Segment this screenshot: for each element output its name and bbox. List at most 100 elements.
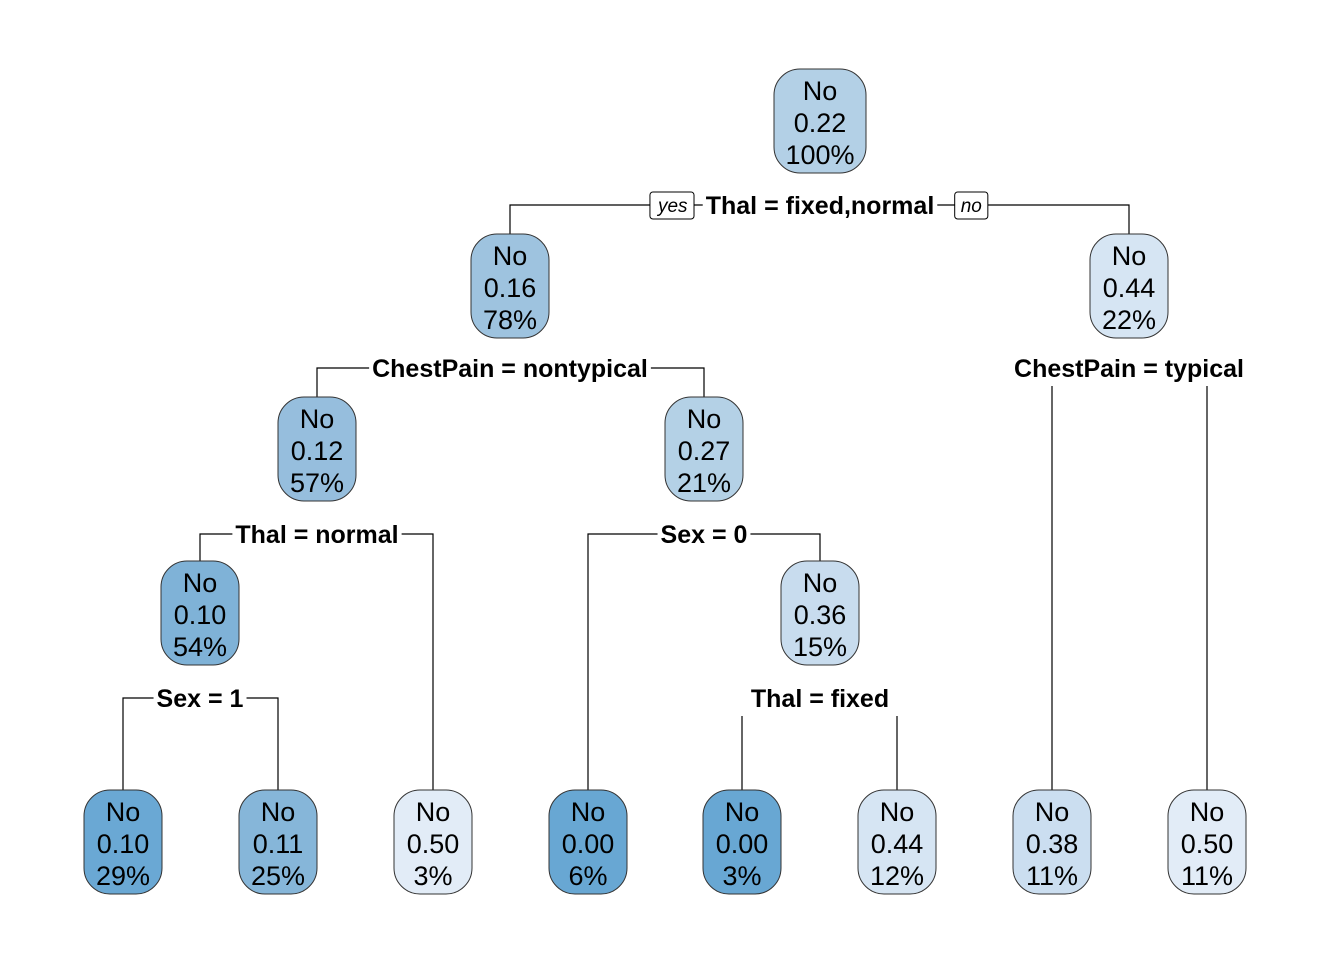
tree-edge: [199, 533, 233, 561]
node-percent: 11%: [1181, 861, 1233, 891]
node-label: No: [261, 797, 296, 827]
split-label: ChestPain = nontypical: [372, 355, 648, 383]
node-percent: 100%: [785, 140, 854, 170]
tree-edge: [937, 204, 1130, 234]
node-value: 0.10: [174, 600, 227, 630]
node-value: 0.36: [794, 600, 847, 630]
node-label: No: [493, 241, 528, 271]
node-label: No: [725, 797, 760, 827]
tree-node: No0.503%: [393, 789, 473, 895]
node-box: [1167, 789, 1247, 895]
node-label: No: [1035, 797, 1070, 827]
tree-edge: [401, 533, 434, 790]
node-label: No: [416, 797, 451, 827]
branch-tag-box: [954, 191, 989, 220]
node-box: [393, 789, 473, 895]
node-value: 0.44: [1103, 273, 1156, 303]
node-percent: 3%: [722, 861, 761, 891]
node-value: 0.22: [794, 108, 847, 138]
tree-edge: [316, 367, 370, 397]
split-label: Thal = normal: [235, 521, 398, 549]
node-box: [238, 789, 318, 895]
node-label: No: [803, 76, 838, 106]
node-box: [160, 560, 240, 666]
node-percent: 12%: [870, 861, 924, 891]
branch-tag-text: yes: [656, 196, 688, 217]
node-percent: 15%: [793, 632, 847, 662]
node-box: [857, 789, 937, 895]
split-label: Sex = 0: [661, 521, 748, 549]
node-label: No: [106, 797, 141, 827]
branch-tag-box: [649, 191, 695, 220]
node-value: 0.00: [716, 829, 769, 859]
split-label: Sex = 1: [157, 685, 244, 713]
node-box: [548, 789, 628, 895]
node-percent: 21%: [677, 468, 731, 498]
node-value: 0.27: [678, 436, 731, 466]
tree-nodes: No0.22100%No0.1678%No0.4422%No0.1257%No0…: [83, 68, 1247, 895]
tree-node: No0.003%: [702, 789, 782, 895]
node-label: No: [687, 404, 722, 434]
node-value: 0.44: [871, 829, 924, 859]
node-label: No: [880, 797, 915, 827]
node-label: No: [571, 797, 606, 827]
split-label: Thal = fixed: [751, 685, 889, 713]
branch-tag-no: no: [954, 191, 989, 220]
node-percent: 57%: [290, 468, 344, 498]
tree-edge: [750, 533, 821, 561]
node-percent: 6%: [568, 861, 607, 891]
node-percent: 22%: [1102, 305, 1156, 335]
node-label: No: [300, 404, 335, 434]
tree-edge: [122, 697, 154, 790]
node-percent: 3%: [413, 861, 452, 891]
tree-edge: [509, 204, 703, 234]
node-box: [470, 233, 550, 339]
node-percent: 78%: [483, 305, 537, 335]
tree-edge: [246, 697, 279, 790]
node-label: No: [1190, 797, 1225, 827]
node-box: [780, 560, 860, 666]
node-percent: 54%: [173, 632, 227, 662]
node-value: 0.16: [484, 273, 537, 303]
node-box: [702, 789, 782, 895]
tree-edge: [587, 533, 658, 790]
node-percent: 29%: [96, 861, 150, 891]
branch-tags: yes no: [649, 191, 989, 220]
node-label: No: [1112, 241, 1147, 271]
node-box: [277, 396, 357, 502]
node-label: No: [183, 568, 218, 598]
split-label: Thal = fixed,normal: [706, 192, 935, 220]
node-percent: 11%: [1026, 861, 1078, 891]
tree-node: No0.006%: [548, 789, 628, 895]
tree-edges: [122, 204, 1208, 790]
node-value: 0.38: [1026, 829, 1079, 859]
branch-tag-text: no: [961, 196, 982, 217]
node-box: [83, 789, 163, 895]
tree-edge: [650, 367, 705, 397]
node-label: No: [803, 568, 838, 598]
node-box: [1089, 233, 1169, 339]
node-value: 0.11: [253, 829, 304, 859]
node-value: 0.50: [407, 829, 460, 859]
node-box: [664, 396, 744, 502]
node-box: [773, 68, 867, 174]
node-box: [1012, 789, 1092, 895]
split-label: ChestPain = typical: [1014, 355, 1244, 383]
node-value: 0.12: [291, 436, 344, 466]
node-percent: 25%: [251, 861, 305, 891]
node-value: 0.50: [1181, 829, 1234, 859]
